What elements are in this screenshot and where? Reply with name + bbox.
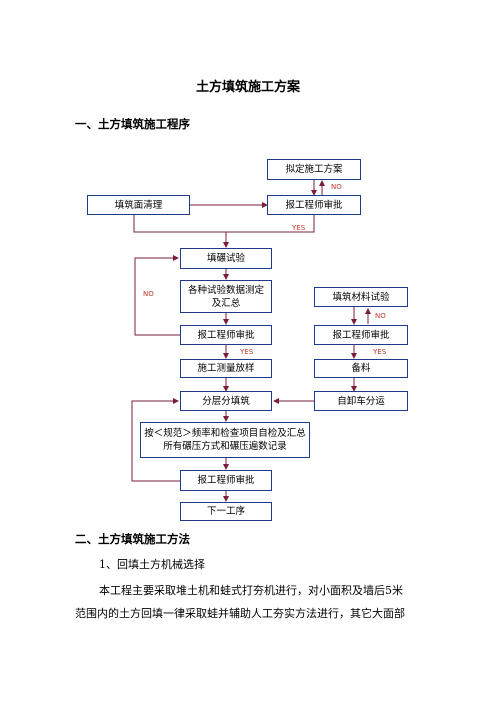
label-yes-1: YES xyxy=(292,224,306,232)
label-yes-3: YES xyxy=(373,348,387,356)
next-step-box: 下一工序 xyxy=(180,502,272,521)
data-summary-box: 各种试验数据测定及汇总 xyxy=(180,280,272,313)
compact-test-box: 填碾试验 xyxy=(180,248,272,269)
label-no-2: NO xyxy=(143,290,154,298)
prep-material-box: 备料 xyxy=(314,359,408,378)
review-box-1: 报工程师审批 xyxy=(267,195,361,215)
section-heading-1: 一、土方填筑施工程序 xyxy=(75,117,190,131)
body-line-2: 范围内的土方回填一律采取蛙并辅助人工夯实方法进行，其它大面部 xyxy=(75,607,405,620)
layer-fill-box: 分层分填筑 xyxy=(180,391,272,411)
dump-truck-box: 自卸车分运 xyxy=(314,391,408,411)
self-check-box: 按＜规范＞频率和检查项目自检及汇总所有碾压方式和碾压遍数记录 xyxy=(140,422,310,458)
survey-box: 施工测量放样 xyxy=(180,359,272,378)
review-box-4: 报工程师审批 xyxy=(314,325,408,345)
label-yes-2: YES xyxy=(240,348,254,356)
plan-box: 拟定施工方案 xyxy=(267,159,361,180)
section-heading-2: 二、土方填筑施工方法 xyxy=(75,532,190,546)
clean-box: 填筑面清理 xyxy=(87,195,190,215)
label-no-1: NO xyxy=(331,183,342,191)
label-no-3: NO xyxy=(375,312,386,320)
material-test-box: 填筑材料试验 xyxy=(314,287,408,307)
review-box-2: 报工程师审批 xyxy=(180,325,272,345)
subheading-1: 1、回填土方机械选择 xyxy=(99,558,205,571)
review-box-3: 报工程师审批 xyxy=(180,470,272,491)
body-line-1: 本工程主要采取堆土机和蛙式打夯机进行，对小面积及墙后5米 xyxy=(99,584,403,597)
document-title: 土方填筑施工方案 xyxy=(195,80,300,95)
